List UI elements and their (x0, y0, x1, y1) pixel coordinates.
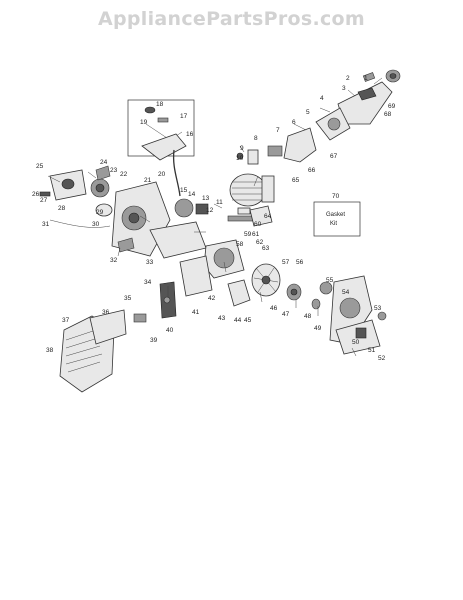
callout-67: 67 (330, 153, 338, 160)
callout-6: 6 (292, 119, 296, 126)
callout-31: 31 (42, 221, 50, 228)
callout-35: 35 (124, 295, 132, 302)
callout-68: 68 (384, 111, 392, 118)
callout-19: 19 (140, 119, 148, 126)
callout-25: 25 (36, 163, 44, 170)
callout-61: 61 (252, 231, 260, 238)
inset-detail-box (127, 99, 195, 197)
callout-9: 9 (240, 145, 244, 152)
gasket-kit-label-line2: Kit (330, 221, 337, 227)
callout-23: 23 (110, 167, 118, 174)
callout-52: 52 (378, 355, 386, 362)
callout-32: 32 (110, 257, 118, 264)
callout-58: 58 (236, 241, 244, 248)
callout-5: 5 (306, 109, 310, 116)
callout-labels: 1234567891011121314151617181920212223242… (32, 75, 396, 362)
callout-2: 2 (346, 75, 350, 82)
callout-54: 54 (342, 289, 350, 296)
muffler-shield (59, 309, 127, 393)
callout-45: 45 (244, 317, 252, 324)
flywheel-assembly (203, 239, 321, 310)
callout-29: 29 (96, 209, 104, 216)
callout-40: 40 (166, 327, 174, 334)
callout-4: 4 (320, 95, 324, 102)
callout-10: 10 (236, 155, 244, 162)
callout-55: 55 (326, 277, 334, 284)
callout-13: 13 (202, 195, 210, 202)
callout-62: 62 (256, 239, 264, 246)
callout-43: 43 (218, 315, 226, 322)
callout-56: 56 (296, 259, 304, 266)
callout-36: 36 (102, 309, 110, 316)
callout-41: 41 (192, 309, 200, 316)
callout-46: 46 (270, 305, 278, 312)
callout-11: 11 (216, 199, 223, 206)
mounting-bracket (133, 255, 213, 323)
callout-53: 53 (374, 305, 382, 312)
callout-38: 38 (46, 347, 54, 354)
callout-33: 33 (146, 259, 154, 266)
callout-8: 8 (254, 135, 258, 142)
callout-27: 27 (40, 197, 48, 204)
cylinder-assembly (227, 127, 317, 227)
callout-59: 59 (244, 231, 252, 238)
callout-37: 37 (62, 317, 70, 324)
callout-34: 34 (144, 279, 152, 286)
gasket-kit-box (313, 201, 361, 237)
callout-21: 21 (144, 177, 152, 184)
callout-69: 69 (388, 103, 396, 110)
air-filter-assembly (39, 165, 113, 228)
callout-39: 39 (150, 337, 158, 344)
gasket-kit-label-line1: Gasket (326, 212, 345, 218)
callout-64: 64 (264, 213, 272, 220)
callout-20: 20 (158, 171, 166, 178)
callout-18: 18 (156, 101, 164, 108)
callout-14: 14 (188, 191, 196, 198)
callout-44: 44 (234, 317, 242, 324)
crankcase-housing (111, 181, 209, 259)
callout-50: 50 (352, 339, 360, 346)
callout-12: 12 (206, 207, 214, 214)
callout-15: 15 (180, 187, 188, 194)
callout-1: 1 (364, 75, 368, 82)
gasket-kit-labels: 70 Gasket Kit (326, 193, 345, 227)
callout-3: 3 (342, 85, 346, 92)
callout-57: 57 (282, 259, 290, 266)
callout-48: 48 (304, 313, 312, 320)
callout-16: 16 (186, 131, 194, 138)
callout-63: 63 (262, 245, 270, 252)
watermark-text: AppliancePartsPros.com (97, 8, 365, 30)
callout-26: 26 (32, 191, 40, 198)
callout-30: 30 (92, 221, 100, 228)
callout-22: 22 (120, 171, 128, 178)
callout-7: 7 (276, 127, 280, 134)
callout-66: 66 (308, 167, 316, 174)
callout-60: 60 (254, 221, 262, 228)
callout-24: 24 (100, 159, 108, 166)
gasket-kit-callout: 70 (332, 193, 340, 200)
callout-47: 47 (282, 311, 290, 318)
callout-51: 51 (368, 347, 376, 354)
callout-49: 49 (314, 325, 322, 332)
callout-65: 65 (292, 177, 300, 184)
callout-17: 17 (180, 113, 188, 120)
cylinder-cover-assembly (315, 69, 401, 141)
callout-28: 28 (58, 205, 66, 212)
callout-42: 42 (208, 295, 216, 302)
starter-housing (319, 275, 387, 355)
